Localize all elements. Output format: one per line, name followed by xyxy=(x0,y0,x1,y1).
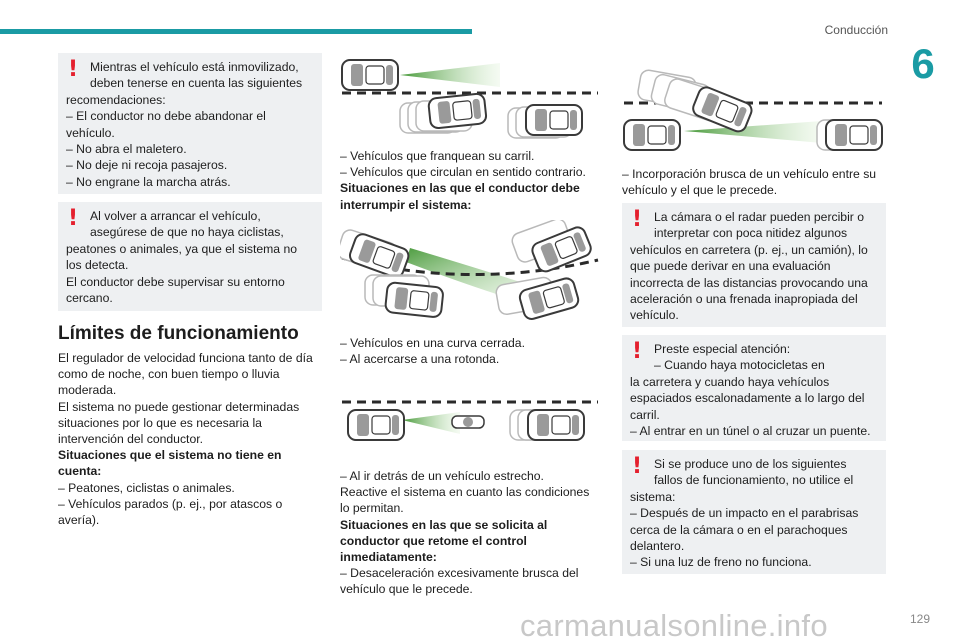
illustration-narrow-vehicle xyxy=(342,400,598,441)
motorcycle-icon xyxy=(451,415,485,429)
warning-text-lead: Preste especial atención: – Cuando haya … xyxy=(654,342,825,373)
cut-in-text: – Incorporación brusca de un vehículo en… xyxy=(622,166,886,198)
warning-text-lead: Si se produce uno de los siguientes fall… xyxy=(654,457,854,488)
narrow-text: – Al ir detrás de un vehículo estrecho. … xyxy=(340,468,602,598)
warning-text: sistema: – Después de un impacto en el p… xyxy=(630,489,859,570)
warning-text: recomendaciones: – El conductor no debe … xyxy=(66,92,266,189)
warning-text: vehículos en carretera (p. ej., un camió… xyxy=(630,242,868,323)
illustration-curve xyxy=(340,220,599,322)
warning-box-malfunction: ! Si se produce uno de los siguientes fa… xyxy=(622,450,886,574)
chapter-number: 6 xyxy=(911,40,935,87)
page-number: 129 xyxy=(909,612,930,626)
paragraph: Reactive el sistema en cuanto las condic… xyxy=(340,485,590,516)
exclamation-icon: ! xyxy=(632,207,643,232)
bold-subheading: Situaciones que el sistema no tiene en c… xyxy=(58,448,282,479)
exclamation-icon: ! xyxy=(68,57,79,82)
bold-subheading: Situaciones en las que se solicita al co… xyxy=(340,517,548,565)
warning-text-lead: Al volver a arrancar el vehículo, asegúr… xyxy=(90,209,284,240)
section-title: Conducción xyxy=(824,23,888,37)
top-accent-bar xyxy=(0,29,472,34)
list: – Peatones, ciclistas o animales. – Vehí… xyxy=(58,480,283,528)
lane-text: – Vehículos que franquean su carril. – V… xyxy=(340,148,602,213)
list: – Vehículos que franquean su carril. – V… xyxy=(340,149,586,180)
exclamation-icon: ! xyxy=(68,206,79,231)
warning-text-lead: Mientras el vehículo está inmovilizado, … xyxy=(90,60,303,91)
paragraph: El regulador de velocidad funciona tanto… xyxy=(58,351,313,447)
list: – Desaceleración excesivamente brusca de… xyxy=(340,566,579,597)
warning-box-attention: ! Preste especial atención: – Cuando hay… xyxy=(622,335,886,441)
list: – Incorporación brusca de un vehículo en… xyxy=(622,167,877,198)
list: – Vehículos en una curva cerrada. – Al a… xyxy=(340,336,525,367)
warning-box-restart: ! Al volver a arrancar el vehículo, aseg… xyxy=(58,202,322,311)
exclamation-icon: ! xyxy=(632,339,643,364)
warning-text: la carretera y cuando haya vehículos esp… xyxy=(630,374,871,439)
watermark: carmanualsonline.info xyxy=(520,608,828,640)
limits-text: El regulador de velocidad funciona tanto… xyxy=(58,350,322,528)
bold-subheading: Situaciones en las que el conductor debe… xyxy=(340,181,580,212)
warning-box-camera: ! La cámara o el radar pueden percibir o… xyxy=(622,203,886,327)
curve-text: – Vehículos en una curva cerrada. – Al a… xyxy=(340,335,602,367)
section-heading: Límites de funcionamiento xyxy=(58,323,299,344)
list: – Al ir detrás de un vehículo estrecho. xyxy=(340,469,544,483)
exclamation-icon: ! xyxy=(632,454,643,479)
warning-text: peatones o animales, ya que el sistema n… xyxy=(66,241,298,306)
illustration-cut-in xyxy=(623,68,883,151)
warning-text-lead: La cámara o el radar pueden percibir o i… xyxy=(654,210,865,241)
warning-box-stationary: ! Mientras el vehículo está inmovilizado… xyxy=(58,53,322,194)
illustration-lane-change xyxy=(341,59,598,139)
